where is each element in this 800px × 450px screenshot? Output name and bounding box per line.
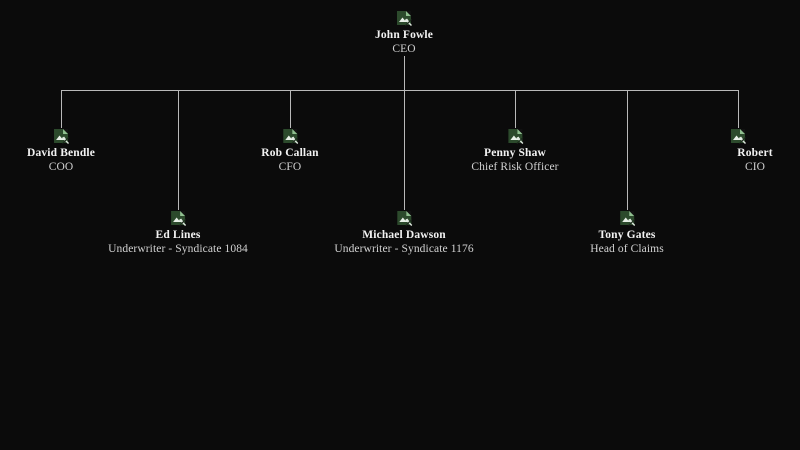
connector-drop-penny-shaw bbox=[515, 90, 516, 128]
org-node-title: CFO bbox=[278, 161, 302, 174]
connector-drop-rob-callan bbox=[290, 90, 291, 128]
org-node-title: CIO bbox=[744, 161, 766, 174]
connector-horizontal-bus bbox=[61, 90, 739, 91]
org-node-title: Head of Claims bbox=[590, 243, 664, 256]
org-node-name: Michael Dawson bbox=[362, 229, 446, 241]
org-node-name: David Bendle bbox=[27, 147, 95, 159]
connector-drop-david-bendle bbox=[61, 90, 62, 128]
org-node-title: CEO bbox=[392, 43, 416, 56]
org-node-rob-callan[interactable]: Rob Callan CFO bbox=[261, 128, 319, 174]
org-node-name: Tony Gates bbox=[598, 229, 656, 241]
broken-image-icon bbox=[170, 210, 186, 226]
broken-image-icon bbox=[396, 10, 412, 26]
broken-image-icon bbox=[396, 210, 412, 226]
org-node-name: Penny Shaw bbox=[484, 147, 546, 159]
connector-drop-ed-lines bbox=[178, 90, 179, 210]
org-node-title: Underwriter - Syndicate 1084 bbox=[108, 243, 248, 256]
org-node-tony-gates[interactable]: Tony Gates Head of Claims bbox=[590, 210, 664, 256]
org-node-name: Ed Lines bbox=[155, 229, 201, 241]
org-node-name: Rob Callan bbox=[261, 147, 319, 159]
broken-image-icon bbox=[53, 128, 69, 144]
org-node-title: Chief Risk Officer bbox=[471, 161, 559, 174]
org-node-root[interactable]: John Fowle CEO bbox=[375, 10, 433, 56]
broken-image-icon bbox=[730, 128, 746, 144]
org-node-name: Robert bbox=[737, 147, 773, 159]
org-node-name: John Fowle bbox=[374, 29, 434, 41]
org-node-david-bendle[interactable]: David Bendle COO bbox=[27, 128, 95, 174]
broken-image-icon bbox=[282, 128, 298, 144]
connector-drop-michael-dawson bbox=[404, 90, 405, 210]
connector-root-stem bbox=[404, 56, 405, 90]
org-node-ed-lines[interactable]: Ed Lines Underwriter - Syndicate 1084 bbox=[108, 210, 248, 256]
broken-image-icon bbox=[507, 128, 523, 144]
connector-drop-tony-gates bbox=[627, 90, 628, 210]
org-node-title: Underwriter - Syndicate 1176 bbox=[334, 243, 474, 256]
broken-image-icon bbox=[619, 210, 635, 226]
org-node-title: COO bbox=[48, 161, 74, 174]
org-node-michael-dawson[interactable]: Michael Dawson Underwriter - Syndicate 1… bbox=[334, 210, 474, 256]
org-node-robert[interactable]: Robert CIO bbox=[710, 128, 800, 174]
connector-drop-robert bbox=[738, 90, 739, 128]
org-node-penny-shaw[interactable]: Penny Shaw Chief Risk Officer bbox=[471, 128, 558, 174]
